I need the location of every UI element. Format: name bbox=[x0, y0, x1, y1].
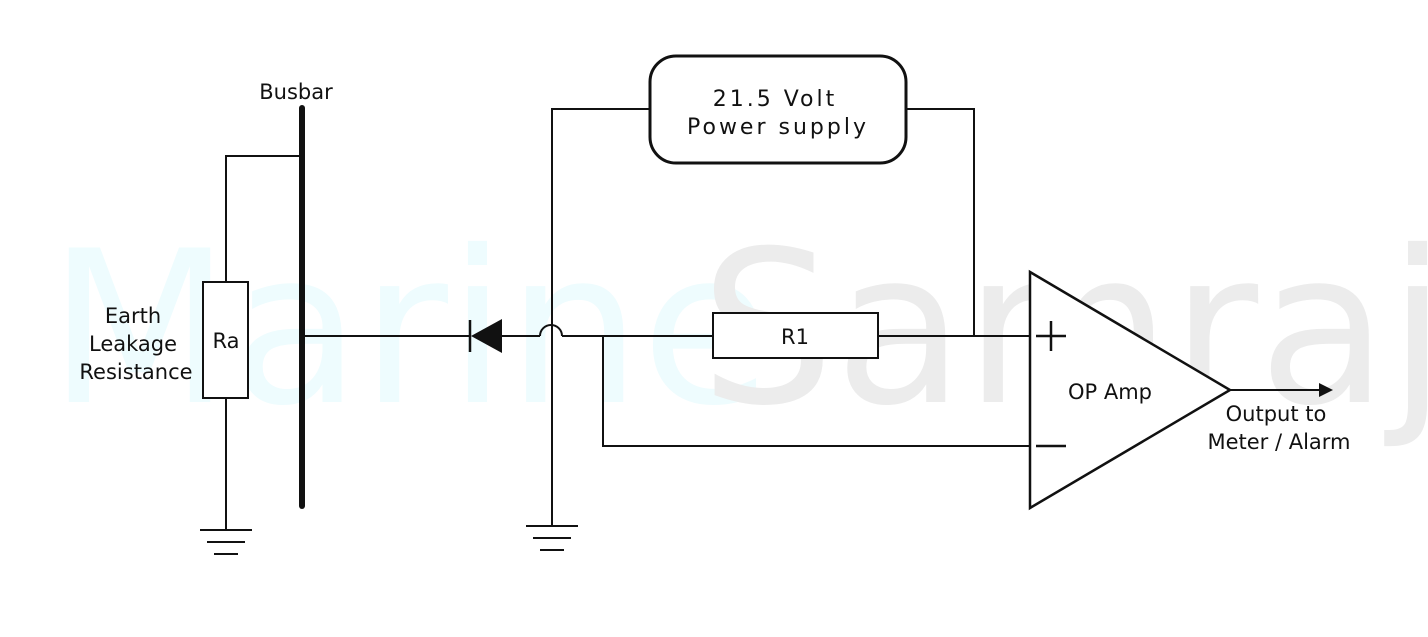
resistor-r1-label: R1 bbox=[781, 325, 809, 349]
watermark-text-primary: Marine bbox=[48, 205, 772, 452]
power-supply-label-line2: Power supply bbox=[687, 115, 869, 140]
op-amp-plus-sign bbox=[1036, 321, 1066, 351]
busbar-label: Busbar bbox=[259, 80, 333, 104]
resistor-r1 bbox=[712, 312, 879, 359]
resistor-ra-label: Ra bbox=[213, 329, 240, 353]
op-amp-label: OP Amp bbox=[1068, 380, 1152, 404]
ground-symbol-center bbox=[526, 525, 578, 551]
output-arrowhead bbox=[1319, 383, 1333, 397]
ra-top-wire bbox=[225, 155, 302, 282]
output-label-line2: Meter / Alarm bbox=[1207, 430, 1350, 454]
output-label-line1: Output to bbox=[1226, 402, 1327, 426]
ground-symbol-left bbox=[200, 529, 252, 555]
resistor-ra bbox=[202, 281, 249, 399]
power-supply-positive-wire bbox=[906, 108, 975, 336]
earth-leakage-label-line3: Resistance bbox=[79, 360, 192, 384]
earth-leakage-label-line2: Leakage bbox=[89, 332, 177, 356]
op-amp-triangle bbox=[1028, 269, 1233, 511]
power-supply-label-line1: 21.5 Volt bbox=[713, 87, 838, 112]
inverting-input-wire bbox=[602, 336, 1030, 447]
earth-leakage-label-line1: Earth bbox=[105, 304, 161, 328]
power-supply-ground-wire bbox=[551, 108, 650, 526]
diode bbox=[468, 319, 502, 353]
